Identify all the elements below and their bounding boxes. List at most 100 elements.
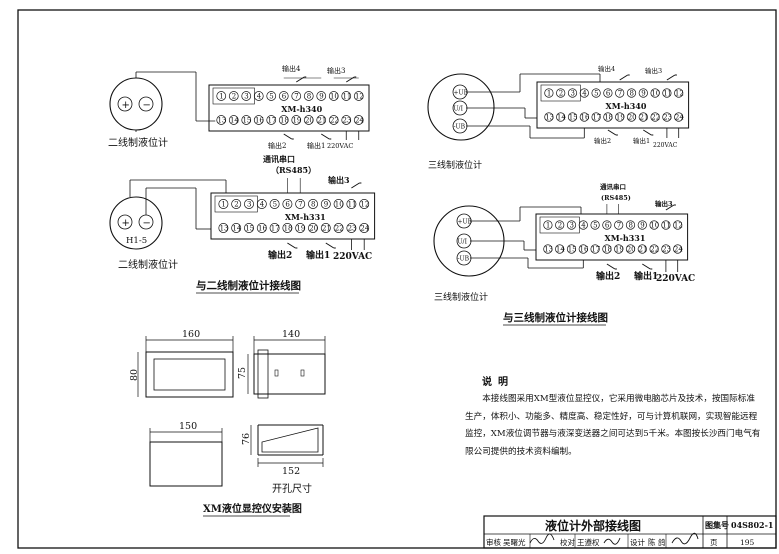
terminal-21	[320, 223, 331, 233]
terminal-1	[544, 88, 554, 98]
terminal-18	[602, 244, 612, 254]
terminal-label-2: 2	[232, 93, 236, 101]
notes-title: 说明	[482, 377, 514, 388]
terminal-label-16: 16	[580, 246, 589, 254]
terminal-20	[625, 244, 636, 254]
terminal-21	[316, 115, 327, 125]
terminal-label-3: 3	[571, 90, 575, 98]
terminal-5	[590, 220, 600, 230]
sensor-model: H1-5	[126, 236, 147, 246]
ub-plus-terminal: +UB	[454, 90, 469, 97]
terminal-label-3: 3	[570, 222, 574, 230]
terminal-label-4: 4	[582, 90, 587, 98]
terminal-4	[578, 220, 588, 230]
terminal-20	[626, 112, 637, 122]
terminal-6	[278, 91, 289, 101]
terminal-label-5: 5	[593, 222, 597, 230]
terminal-15	[567, 112, 578, 122]
output4-label: 输出4	[282, 64, 301, 73]
three-wire-caption: 与三线制液位计接线图	[503, 311, 608, 324]
ui-signal-terminal: U/I	[458, 239, 468, 246]
terminal-label-11: 11	[662, 222, 671, 230]
terminal-3	[241, 91, 252, 101]
terminal-label-10: 10	[335, 201, 344, 209]
terminal-3	[244, 199, 254, 209]
terminal-label-7: 7	[298, 201, 302, 209]
ub-plus-terminal: +UB	[458, 219, 473, 226]
terminal-label-8: 8	[630, 90, 634, 98]
terminal-label-22: 22	[651, 114, 660, 122]
terminal-label-16: 16	[581, 114, 590, 122]
terminal-label-6: 6	[605, 222, 610, 230]
terminal-1	[543, 220, 553, 230]
checker-name: 王遵权	[577, 537, 600, 547]
terminal-7	[615, 88, 625, 98]
terminal-label-23: 23	[348, 225, 357, 233]
terminal-12	[674, 88, 684, 98]
output3-label: 输出3	[328, 175, 350, 185]
front-width-dim: 160	[182, 329, 200, 340]
terminal-2	[555, 220, 565, 230]
two-wire-sensor-h15	[109, 196, 163, 250]
terminal-11	[661, 220, 671, 230]
terminal-label-6: 6	[282, 93, 287, 101]
terminal-label-13: 13	[217, 117, 226, 125]
terminal-label-1: 1	[546, 222, 550, 230]
terminal-15	[241, 115, 252, 125]
device-model: XM-h331	[605, 233, 646, 243]
comm-protocol: （RS485）	[271, 165, 316, 175]
drawing-title: 液位计外部接线图	[545, 518, 641, 533]
terminal-23	[346, 223, 357, 233]
terminal-label-2: 2	[558, 222, 562, 230]
terminal-18	[278, 115, 289, 125]
ui-signal-terminal: U/I	[454, 106, 464, 113]
terminal-label-21: 21	[639, 246, 648, 254]
output2-label: 输出2	[268, 249, 292, 261]
terminal-label-21: 21	[322, 225, 331, 233]
terminal-17	[266, 115, 277, 125]
terminal-1	[216, 91, 227, 101]
terminal-19	[615, 112, 625, 122]
terminal-label-18: 18	[603, 246, 612, 254]
terminal-label-11: 11	[348, 201, 357, 209]
terminal-label-24: 24	[360, 225, 369, 233]
terminal-label-1: 1	[221, 201, 225, 209]
terminal-9	[637, 220, 647, 230]
terminal-2	[231, 199, 242, 209]
output1-label: 输出1	[634, 270, 658, 282]
side-height-dim: 75	[237, 367, 248, 379]
minus-terminal: −	[143, 218, 151, 229]
terminal-22	[649, 244, 659, 254]
title-block: 液位计外部接线图 图集号 04S802-1 审核 吴曙光 校对 王遵权 设计 陈…	[483, 515, 777, 549]
terminal-16	[578, 244, 588, 254]
terminal-11	[346, 199, 357, 209]
terminal-label-18: 18	[284, 225, 293, 233]
sheet-border	[17, 9, 777, 549]
terminal-14	[228, 115, 239, 125]
terminal-label-5: 5	[594, 90, 598, 98]
side-view	[253, 353, 326, 395]
terminal-20	[303, 115, 314, 125]
terminal-15	[566, 244, 577, 254]
comm-label: 通讯串口	[600, 182, 626, 191]
designer-signature	[671, 532, 699, 545]
terminal-label-8: 8	[629, 222, 633, 230]
terminal-19	[291, 115, 302, 125]
terminal-label-4: 4	[257, 93, 262, 101]
terminal-12	[353, 91, 364, 101]
terminal-label-1: 1	[219, 93, 223, 101]
cutout-label: 开孔尺寸	[272, 482, 312, 495]
terminal-label-4: 4	[260, 201, 265, 209]
cutout-width-dim: 150	[179, 421, 197, 432]
terminal-22	[650, 112, 660, 122]
terminal-5	[591, 88, 601, 98]
terminal-10	[333, 199, 344, 209]
terminal-6	[282, 199, 293, 209]
terminal-label-24: 24	[675, 114, 684, 122]
terminal-16	[253, 115, 264, 125]
terminal-label-12: 12	[360, 201, 369, 209]
terminal-label-1: 1	[547, 90, 551, 98]
terminal-8	[625, 220, 636, 230]
